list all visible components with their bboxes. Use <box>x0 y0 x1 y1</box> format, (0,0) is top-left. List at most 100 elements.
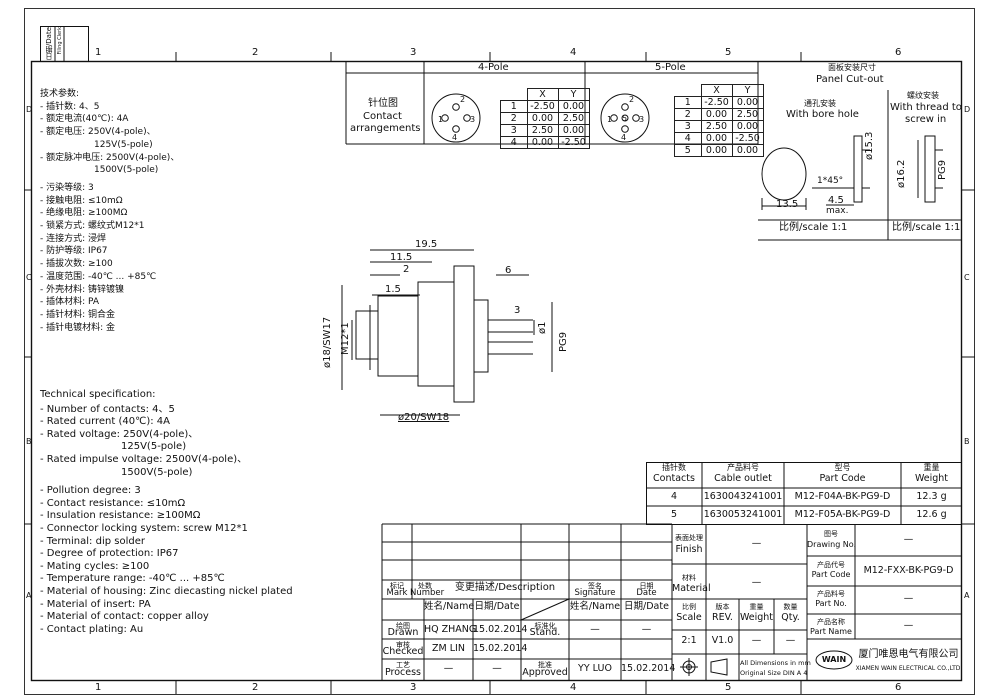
signature-cn: 签名 <box>588 582 602 590</box>
rev-en: REV. <box>712 612 733 623</box>
column-number-bottom: 1 <box>95 682 102 693</box>
coord-cell: 0.00 <box>731 144 764 157</box>
parts-header-en: Contacts <box>653 473 695 484</box>
tech-spec-en-line: - Temperature range: -40℃ ... +85℃ <box>40 573 225 585</box>
company-name-en: XIAMEN WAIN ELECTRICAL CO.,LTD <box>855 665 961 672</box>
number-cn: 处数 <box>418 582 432 590</box>
name-header-2: 姓名/Name <box>569 601 621 612</box>
parts-header-cn: 插针数 <box>662 463 686 472</box>
part-name-value: — <box>903 620 914 631</box>
process-date: — <box>492 663 502 674</box>
column-number-top: 3 <box>410 47 417 58</box>
parts-header-en: Part Code <box>819 473 866 484</box>
parts-cell: 1630043241001 <box>703 491 783 502</box>
mark-en: Mark <box>386 588 408 598</box>
weight-value: — <box>751 635 762 646</box>
process-name: — <box>443 663 454 674</box>
column-number-bottom: 3 <box>410 682 417 693</box>
dim-3: 3 <box>514 305 521 316</box>
checked-date: 15.02.2014 <box>473 643 528 654</box>
finish-value: — <box>751 538 762 549</box>
original-size-note: Original Size DIN A 4 <box>740 669 808 677</box>
pin-number-5pole: 1 <box>607 115 613 124</box>
pin-number-5pole: 2 <box>629 95 635 104</box>
parts-cell: 12.6 g <box>916 509 947 520</box>
tech-spec-cn-line: - 锁紧方式: 螺纹式M12*1 <box>40 221 145 231</box>
tech-spec-cn-line: - 插针电镀材料: 金 <box>40 322 116 333</box>
tech-spec-cn-line: - 连接方式: 浸焊 <box>40 233 107 244</box>
standard-date: — <box>641 624 652 635</box>
coord-cell: -2.50 <box>557 136 590 149</box>
tech-spec-en-line: - Terminal: dip solder <box>40 535 145 547</box>
four-pole-face-diagram <box>431 93 481 143</box>
dim-13-5: 13.5 <box>776 199 799 210</box>
dim-11-5: 11.5 <box>390 252 413 263</box>
tech-spec-cn-line: 125V(5-pole) <box>94 139 153 150</box>
wain-logo <box>815 650 853 670</box>
column-number-bottom: 2 <box>252 682 259 693</box>
part-no-value: — <box>903 593 914 604</box>
checked-name: ZM LIN <box>432 643 465 654</box>
finish-cn: 表面处理 <box>675 534 703 542</box>
parts-cell: M12-F04A-BK-PG9-D <box>794 491 891 502</box>
drawn-date: 15.02.2014 <box>473 624 528 635</box>
coord-header-cell: Y <box>731 84 764 97</box>
thread-en2: screw in <box>905 114 947 125</box>
tech-spec-cn-line: - 外壳材料: 铸锌镀镍 <box>40 284 125 295</box>
column-number-bottom: 6 <box>895 682 902 693</box>
signature-en: Signature <box>574 588 616 598</box>
five-pole-label: 5-Pole <box>655 62 686 73</box>
coord-cell: 5 <box>674 144 702 157</box>
dimensions-note: All Dimensions in mm <box>740 659 811 667</box>
tech-spec-en-line: - Material of housing: Zinc diecasting n… <box>40 586 293 597</box>
weight-cn: 重量 <box>749 603 764 611</box>
pin-number-5pole: 5 <box>622 114 628 123</box>
date-header: 日期/Date <box>474 601 520 612</box>
contact-arrangement-en1: Contact <box>363 111 402 122</box>
dim-chamfer: 1*45° <box>817 176 844 186</box>
drawn-cn: 绘图 <box>396 622 410 630</box>
approved-date: 15.02.2014 <box>621 663 676 674</box>
tech-spec-en-line: - Rated current (40℃): 4A <box>40 416 171 428</box>
parts-header-en: Cable outlet <box>714 473 772 484</box>
dim-6: 6 <box>505 265 512 276</box>
drawing-no-cn: 图号 <box>824 530 838 538</box>
weight-en: Weight <box>739 612 774 623</box>
part-code-value: M12-FXX-BK-PG9-D <box>863 565 954 576</box>
column-number-top: 6 <box>895 47 902 58</box>
scale-value: 2:1 <box>681 635 697 646</box>
scale-thread: 比例/scale 1:1 <box>892 222 961 233</box>
tech-spec-en-line: - Mating cycles: ≥100 <box>40 560 150 572</box>
thread-screw-diagram <box>917 135 943 203</box>
dim-1-5: 1.5 <box>385 284 401 295</box>
bore-hole-cn: 通孔安装 <box>804 99 836 108</box>
connector-side-view <box>341 249 553 416</box>
tech-spec-cn-line: - 绝缘电阻: ≥100MΩ <box>40 208 128 219</box>
parts-cell: 1630053241001 <box>703 509 783 520</box>
drawing-no-value: — <box>903 534 914 545</box>
column-number-bottom: 4 <box>570 682 577 693</box>
part-name-cn: 产品名称 <box>817 618 845 626</box>
tech-spec-cn-line: - 插针材料: 铜合金 <box>40 309 116 320</box>
process-cn: 工艺 <box>396 661 410 669</box>
date-header-3: 日期/Date <box>624 601 669 612</box>
name-header: 姓名/Name <box>424 601 475 612</box>
tech-spec-cn-line: - 接触电阻: ≤10mΩ <box>40 195 123 206</box>
part-code-cn: 产品代号 <box>817 561 845 569</box>
part-name-en: Part Name <box>810 627 852 636</box>
drawn-name: HQ ZHANG <box>424 624 477 635</box>
number-en: Number <box>410 588 445 598</box>
parts-header-cn: 重量 <box>923 463 940 472</box>
dim-19-5: 19.5 <box>415 239 438 250</box>
panel-cutout-cn: 面板安装尺寸 <box>828 63 876 72</box>
tech-spec-cn-line: - 额定脉冲电压: 2500V(4-pole)、 <box>40 152 180 163</box>
parts-cell: M12-F05A-BK-PG9-D <box>794 509 891 520</box>
contact-arrangement-en2: arrangements <box>350 123 421 134</box>
material-en: Material <box>672 583 711 594</box>
